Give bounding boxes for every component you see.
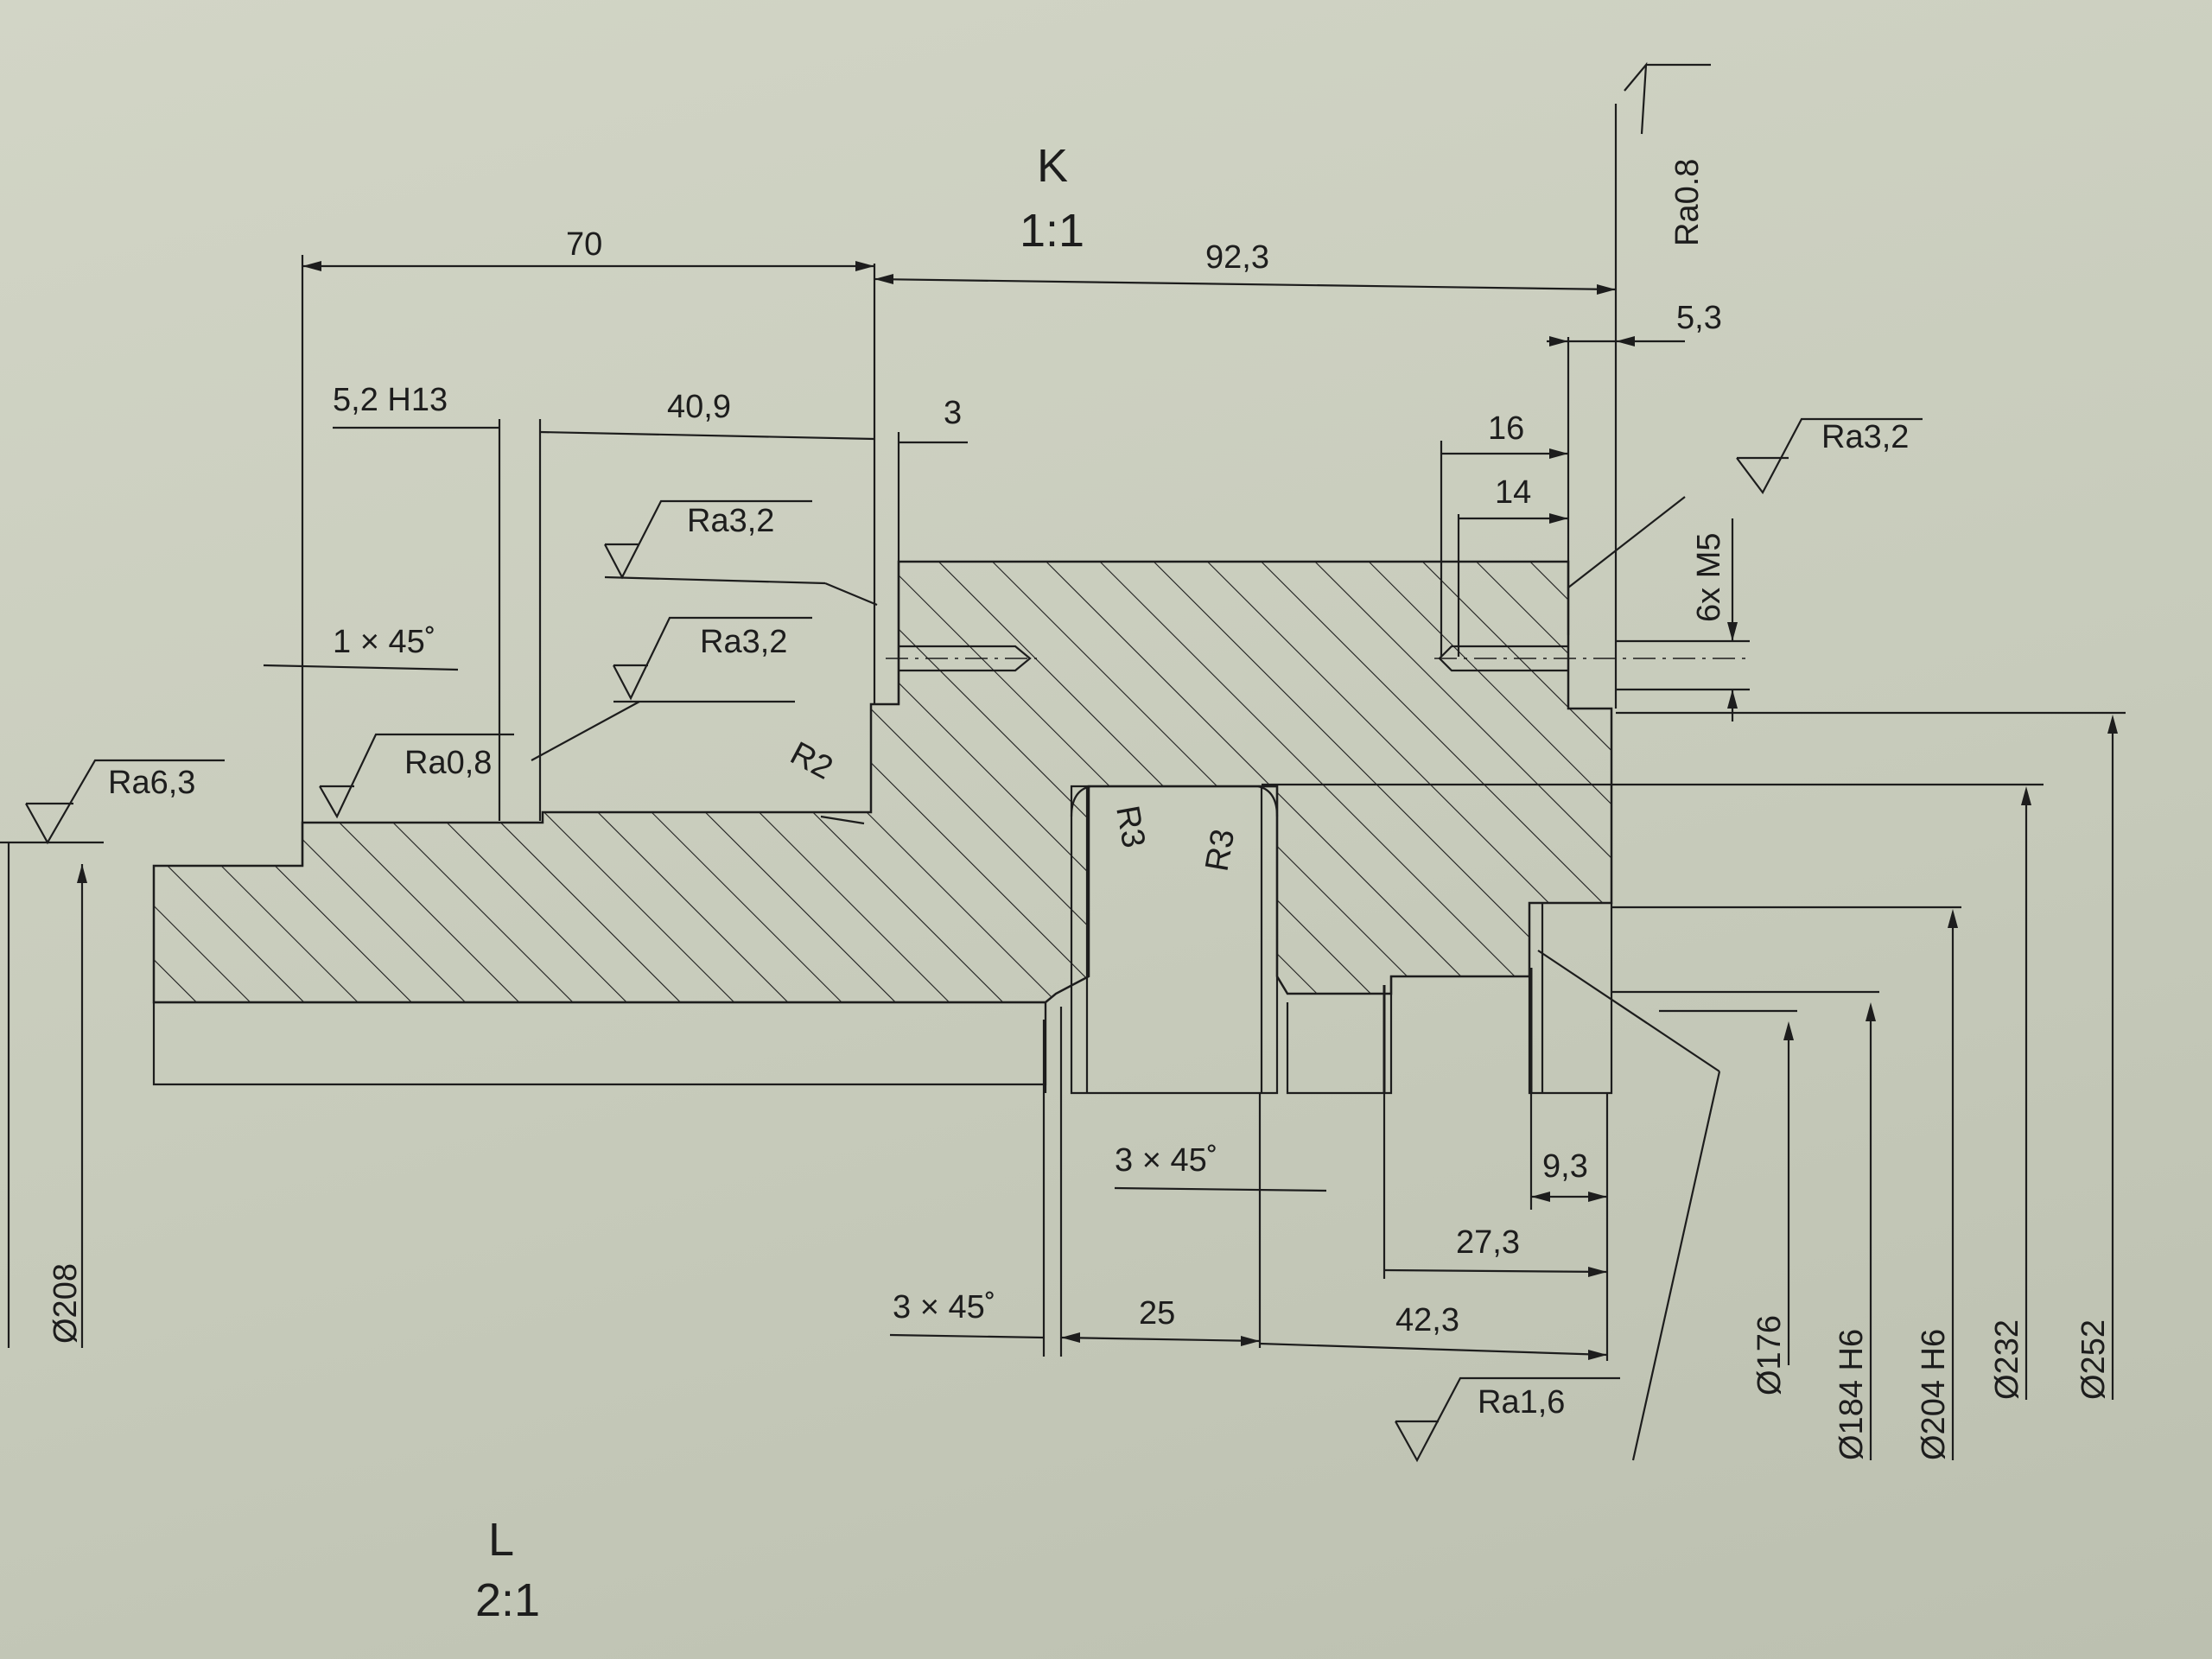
thread-hole-left — [899, 645, 1032, 672]
roughness-ra0-8-shaft: Ra0,8 — [404, 745, 492, 781]
roughness-ra3-2-thread: Ra3,2 — [1821, 419, 1909, 455]
dimension-lines — [7, 264, 2114, 1460]
dim-9-3: 9,3 — [1542, 1148, 1588, 1185]
dim-1x45: 1 × 45˚ — [333, 624, 435, 660]
view-k-label: K — [1037, 140, 1068, 192]
dim-5-3: 5,3 — [1676, 300, 1722, 336]
dim-42-3: 42,3 — [1395, 1302, 1459, 1338]
dim-dia-208: Ø208 — [48, 1263, 84, 1344]
arrowheads — [77, 261, 2118, 1360]
roughness-symbols — [25, 61, 1923, 1463]
section-hatch — [152, 560, 1613, 1004]
view-l-label: L — [488, 1514, 514, 1566]
dim-dia-252: Ø252 — [2075, 1319, 2112, 1400]
dim-r2: R2 — [785, 735, 839, 787]
view-k-scale: 1:1 — [1020, 205, 1084, 257]
dim-27-3: 27,3 — [1456, 1224, 1520, 1261]
roughness-ra1-6: Ra1,6 — [1478, 1384, 1565, 1421]
roughness-ra0-8-top: Ra0.8 — [1669, 159, 1706, 246]
dim-14: 14 — [1495, 474, 1531, 511]
dim-dia-184-h6: Ø184 H6 — [1834, 1329, 1870, 1460]
dim-r3-right: R3 — [1199, 826, 1243, 874]
dim-92-3: 92,3 — [1205, 239, 1269, 276]
dim-16: 16 — [1488, 410, 1524, 447]
dim-40-9: 40,9 — [667, 389, 731, 425]
dim-dia-176: Ø176 — [1751, 1315, 1788, 1395]
dim-5-2-h13: 5,2 H13 — [333, 382, 448, 418]
roughness-ra3-2-upper: Ra3,2 — [687, 503, 774, 539]
dim-25: 25 — [1139, 1295, 1175, 1332]
dim-dia-204-h6: Ø204 H6 — [1916, 1329, 1952, 1460]
roughness-ra3-2-lower: Ra3,2 — [700, 624, 787, 660]
dim-3x45-lower: 3 × 45˚ — [893, 1289, 995, 1325]
dim-dia-232: Ø232 — [1989, 1319, 2025, 1400]
dim-3: 3 — [944, 395, 962, 431]
dim-r3-left: R3 — [1109, 803, 1152, 850]
roughness-ra6-3: Ra6,3 — [108, 765, 195, 801]
bore-outline — [1070, 785, 1279, 1095]
dim-6x-m5: 6x M5 — [1691, 533, 1727, 622]
dim-3x45-upper: 3 × 45˚ — [1115, 1142, 1217, 1179]
extension-lines — [0, 104, 2126, 1361]
leader-lines — [531, 496, 1721, 1461]
view-l-scale: 2:1 — [475, 1574, 540, 1626]
dim-70: 70 — [566, 226, 602, 263]
